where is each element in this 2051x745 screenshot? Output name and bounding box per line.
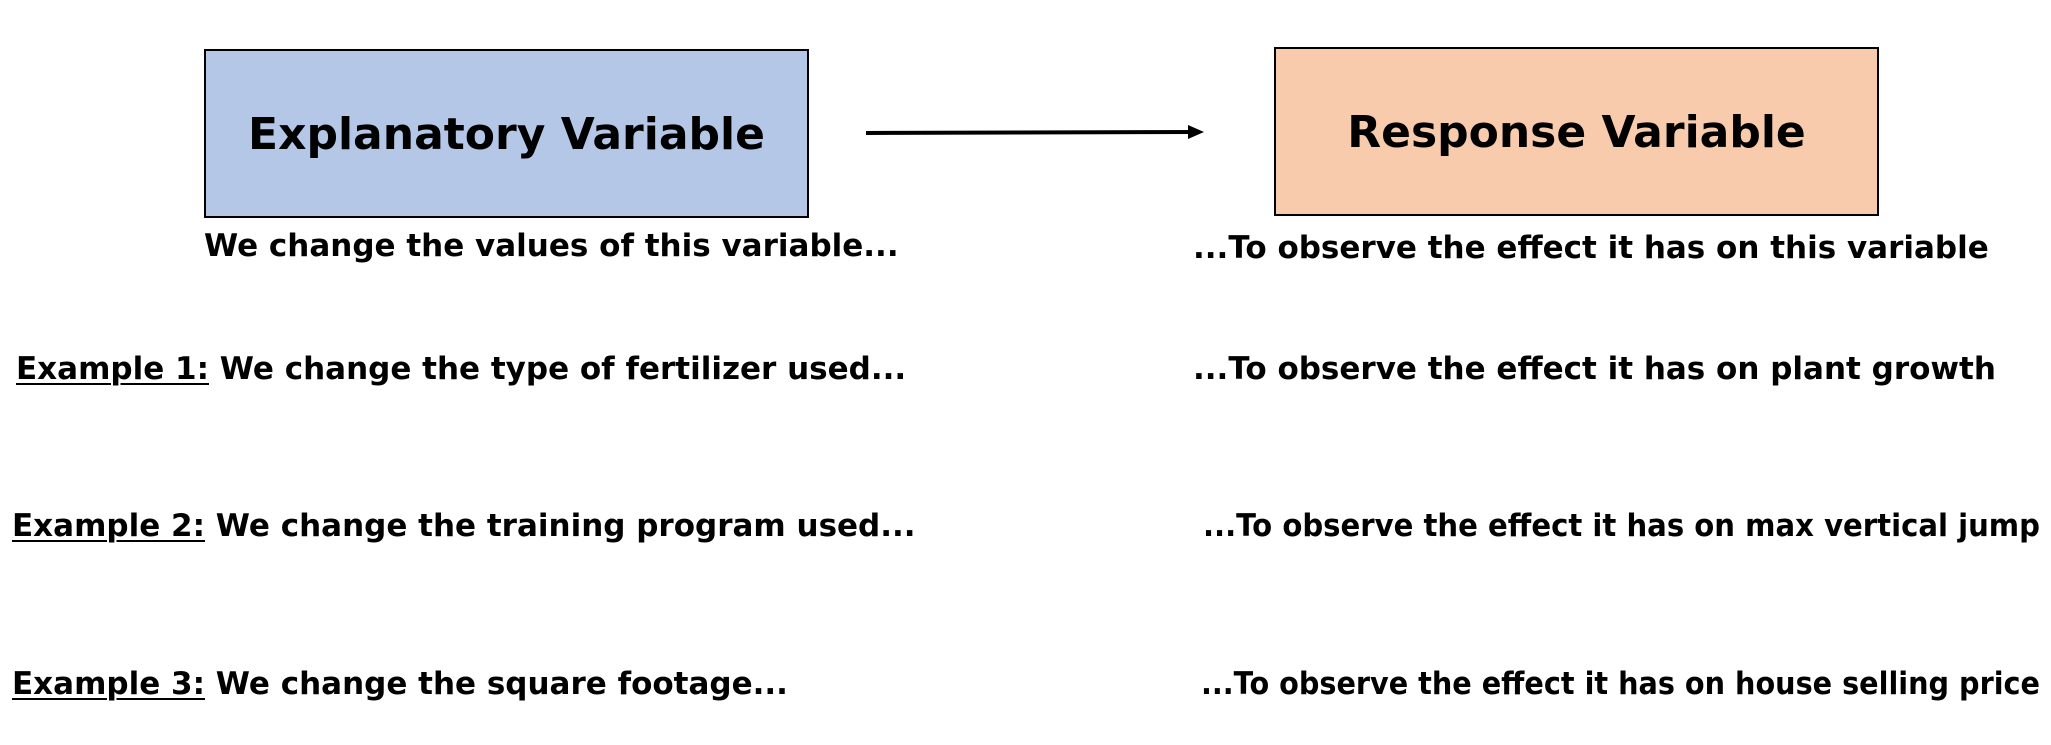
- example-2-effect: ...To observe the effect it has on max v…: [1203, 508, 2040, 544]
- example-2-label: Example 2:: [12, 508, 205, 544]
- example-2-cause: Example 2: We change the training progra…: [12, 511, 916, 542]
- example-3-cause: Example 3: We change the square footage.…: [12, 669, 788, 700]
- explanatory-variable-title: Explanatory Variable: [248, 109, 765, 160]
- response-caption: ...To observe the effect it has on this …: [1193, 230, 1989, 266]
- example-3-cause-text: We change the square footage...: [205, 666, 788, 702]
- explanatory-variable-box: Explanatory Variable: [204, 49, 809, 218]
- response-variable-title: Response Variable: [1347, 107, 1806, 158]
- example-1-effect: ...To observe the effect it has on plant…: [1193, 351, 1996, 387]
- example-1-label: Example 1:: [16, 351, 209, 387]
- response-variable-box: Response Variable: [1274, 47, 1879, 216]
- explanatory-caption: We change the values of this variable...: [204, 228, 899, 264]
- example-1-cause: Example 1: We change the type of fertili…: [16, 354, 906, 385]
- example-2-cause-text: We change the training program used...: [205, 508, 916, 544]
- example-3-label: Example 3:: [12, 666, 205, 702]
- example-1-cause-text: We change the type of fertilizer used...: [209, 351, 907, 387]
- example-3-effect: ...To observe the effect it has on house…: [1201, 666, 2040, 702]
- arrow-icon: [865, 125, 1204, 139]
